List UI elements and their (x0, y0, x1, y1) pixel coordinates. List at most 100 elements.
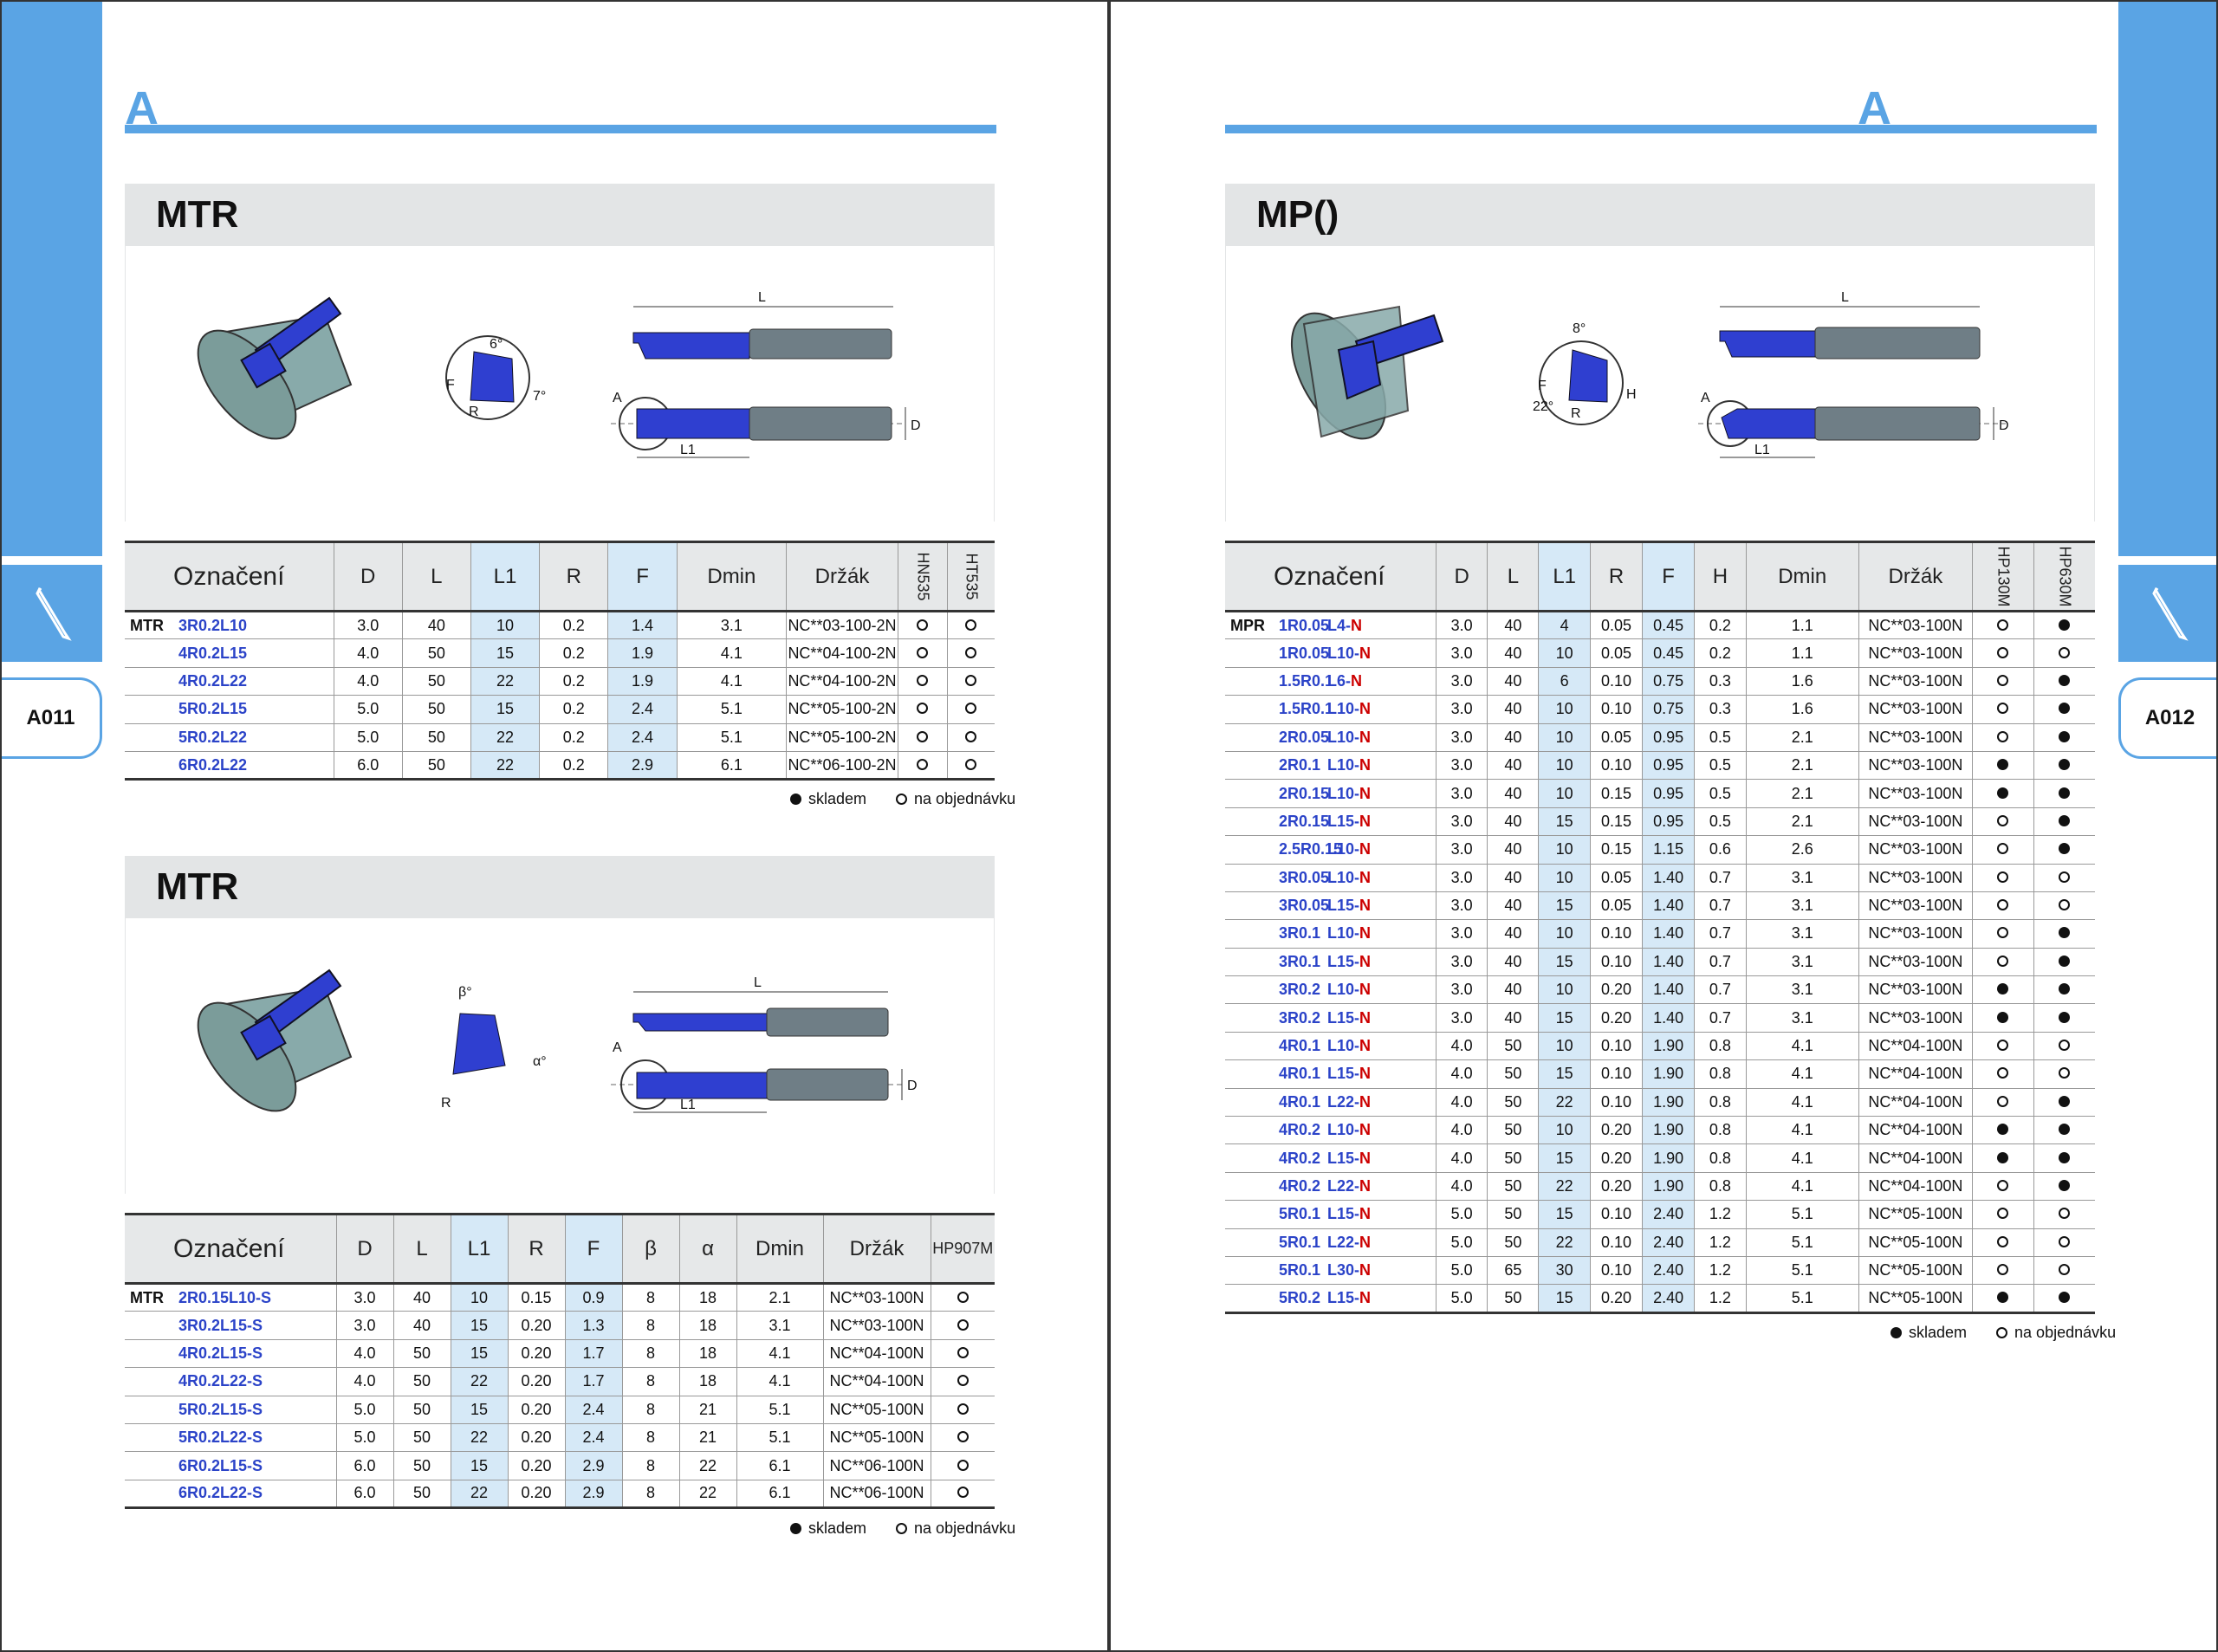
svg-text:6°: 6° (490, 337, 503, 352)
cell-L1: 22 (470, 667, 540, 696)
side-view-bottom: D A L1 (611, 1040, 918, 1113)
on-order-ring-icon (2059, 871, 2071, 883)
col-L1: L1 (470, 541, 540, 612)
col-R: R (1589, 541, 1643, 612)
cell-Dmin: 3.1 (1745, 891, 1859, 921)
grade-cell (2033, 1116, 2095, 1145)
cell-R: 0.05 (1589, 611, 1643, 640)
cell-L1: 15 (470, 638, 540, 668)
svg-text:α°: α° (533, 1054, 547, 1069)
col-holder: Držák (786, 541, 898, 612)
cell-beta: 8 (621, 1367, 679, 1396)
svg-text:D: D (1999, 418, 2009, 433)
cutting-angle-detail: β° α° R (441, 985, 547, 1111)
on-order-ring-icon (2059, 1235, 2071, 1247)
on-order-ring-icon (957, 1487, 969, 1499)
designation-code: 1.5R0.1 (1279, 671, 1334, 690)
in-stock-dot-icon (2059, 1011, 2071, 1023)
cell-D: 3.0 (335, 1311, 393, 1340)
cell-L: 50 (401, 751, 471, 781)
cell-H: 0.7 (1694, 919, 1747, 949)
on-order-ring-icon (917, 674, 929, 686)
grade-cell (897, 695, 948, 724)
cell-F: 1.40 (1642, 864, 1695, 892)
cell-L: 50 (1487, 1116, 1539, 1145)
section-title: MTR (125, 184, 995, 246)
designation-code: 4R0.2L22 (178, 671, 248, 690)
designation-code: 4R0.2 (1279, 1149, 1321, 1167)
designation-cell: 2.5R0.15L10-N (1225, 835, 1437, 865)
on-order-ring-icon (1997, 674, 2009, 686)
designation-code: 1R0.05 (1279, 616, 1330, 634)
on-order-ring-icon (1997, 703, 2009, 715)
cell-Dmin: 1.6 (1745, 695, 1859, 724)
cutting-edge-detail: 6° 7° F R (445, 335, 546, 420)
cell-R: 0.20 (1589, 1003, 1643, 1033)
grade-cell (1971, 975, 2034, 1005)
cell-L: 65 (1487, 1256, 1539, 1286)
cell-L: 40 (392, 1311, 451, 1340)
in-stock-dot-icon (2059, 1151, 2071, 1163)
cell-holder: NC**04-100N (822, 1367, 931, 1396)
cell-F: 0.75 (1642, 695, 1695, 724)
cell-Dmin: 5.1 (1745, 1256, 1859, 1286)
cell-Dmin: 3.1 (1745, 975, 1859, 1005)
designation-length: L10-N (1327, 840, 1372, 858)
cell-holder: NC**05-100N (822, 1396, 931, 1424)
cell-holder: NC**03-100N (1858, 891, 1973, 921)
cell-R: 0.10 (1589, 751, 1643, 781)
grade-cell (1971, 1032, 2034, 1061)
cell-L1: 22 (1538, 1172, 1591, 1202)
svg-text:A: A (613, 391, 622, 405)
designation-code: 2R0.1 (1279, 756, 1321, 774)
cell-R: 0.20 (1589, 1143, 1643, 1173)
cell-Dmin: 4.1 (1745, 1143, 1859, 1173)
designation-cell: 2R0.15L10-N (1225, 779, 1437, 808)
grade-cell (930, 1367, 995, 1396)
page-number-tab: A011 (2, 677, 102, 759)
designation-length: L10-N (1327, 784, 1372, 802)
designation-length: L22-N (1327, 1233, 1372, 1251)
cell-H: 0.8 (1694, 1032, 1747, 1061)
svg-text:7°: 7° (533, 389, 546, 404)
cell-D: 3.0 (1435, 611, 1488, 640)
designation-code: 3R0.2L15-S (178, 1316, 263, 1334)
cell-D: 5.0 (335, 1423, 393, 1453)
cell-D: 4.0 (335, 1339, 393, 1369)
cutting-edge-detail: 8° F 22° R H (1533, 321, 1637, 425)
cell-D: 5.0 (1435, 1284, 1488, 1314)
cell-L1: 15 (1538, 948, 1591, 977)
cell-R: 0.2 (539, 695, 608, 724)
cell-R: 0.10 (1589, 1228, 1643, 1257)
col-F: F (607, 541, 678, 612)
grade-cell (2033, 751, 2095, 781)
cell-H: 1.2 (1694, 1228, 1747, 1257)
cell-D: 5.0 (1435, 1228, 1488, 1257)
grade-cell (1971, 1228, 2034, 1257)
grade-cell (930, 1283, 995, 1312)
cell-holder: NC**05-100N (1858, 1284, 1973, 1314)
cell-D: 3.0 (1435, 975, 1488, 1005)
col-L1: L1 (450, 1213, 508, 1285)
svg-text:A: A (613, 1040, 622, 1055)
col-grade-2: HT535 (946, 541, 995, 612)
in-stock-dot-icon (1997, 1151, 2009, 1163)
cell-L1: 10 (1538, 695, 1591, 724)
cell-L: 40 (1487, 864, 1539, 892)
cell-holder: NC**06-100-2N (786, 751, 898, 781)
cell-L1: 30 (1538, 1256, 1591, 1286)
legend-stock: skladem (808, 1519, 867, 1537)
cell-L1: 15 (450, 1451, 508, 1480)
col-D: D (333, 541, 403, 612)
cell-R: 0.10 (1589, 919, 1643, 949)
designation-code: 3R0.2 (1279, 981, 1321, 999)
grade-cell (2033, 1059, 2095, 1089)
on-order-ring-icon (1997, 1067, 2009, 1079)
tool-diagram: 6° 7° F R L D A L1 (197, 290, 921, 458)
